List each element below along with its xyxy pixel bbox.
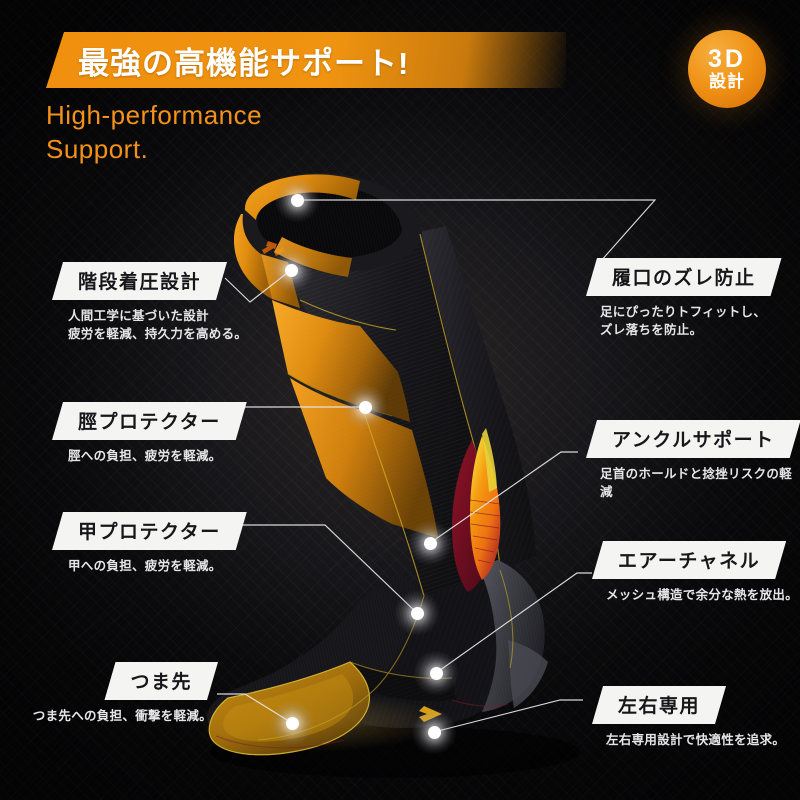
hotspot-dot	[410, 606, 424, 620]
callout-tag: アンクルサポート	[586, 420, 800, 458]
callout-description: つま先への負担、衝撃を軽減。	[0, 707, 212, 725]
header-banner: 最強の高機能サポート!	[46, 32, 566, 88]
hotspot-dot	[427, 725, 441, 739]
callout-description: 人間工学に基づいた設計 疲労を軽減、持久力を高める。	[68, 307, 247, 343]
callout-desc-line-1: つま先への負担、衝撃を軽減。	[32, 709, 212, 723]
callout-title: 履口のズレ防止	[612, 268, 756, 289]
callout-tag: 左右専用	[592, 686, 726, 724]
callout-ankle-support[interactable]: アンクルサポート 足首のホールドと捻挫リスクの軽減	[586, 420, 800, 501]
badge-sub-text: 設計	[709, 72, 745, 91]
hotspot-dot	[290, 193, 304, 207]
callout-cuff-slip-prevention[interactable]: 履口のズレ防止 足にぴったりトフィットし、 ズレ落ちを防止。	[586, 258, 782, 339]
hotspot-air-channel[interactable]	[413, 650, 459, 696]
subtitle-line-1: High-performance	[46, 100, 263, 130]
hotspot-shin-protector[interactable]	[342, 384, 388, 430]
hotspot-dot	[284, 263, 298, 277]
badge-3d-design: 3D 設計	[688, 30, 766, 108]
callout-instep-protector[interactable]: 甲プロテクター 甲への負担、疲労を軽減。	[52, 512, 247, 575]
callout-title: 左右専用	[618, 696, 701, 717]
callout-desc-line-1: 脛への負担、疲労を軽減。	[68, 449, 222, 463]
callout-graduated-compression[interactable]: 階段着圧設計 人間工学に基づいた設計 疲労を軽減、持久力を高める。	[52, 262, 247, 343]
hotspot-dot	[429, 666, 443, 680]
callout-desc-line-2: ズレ落ちを防止。	[600, 323, 703, 337]
callout-tag: 脛プロテクター	[52, 402, 247, 440]
callout-desc-line-1: 甲への負担、疲労を軽減。	[68, 559, 222, 573]
callout-tag: 階段着圧設計	[52, 262, 227, 300]
callout-air-channel[interactable]: エアーチャネル メッシュ構造で余分な熱を放出。	[592, 541, 798, 604]
callout-title: 甲プロテクター	[78, 522, 221, 543]
callout-toe[interactable]: つま先 つま先への負担、衝撃を軽減。	[0, 662, 218, 725]
callout-desc-line-1: 足首のホールドと捻挫リスクの軽減	[600, 467, 793, 499]
callout-title: アンクルサポート	[612, 430, 775, 451]
callout-description: メッシュ構造で余分な熱を放出。	[606, 586, 798, 604]
callout-description: 足にぴったりトフィットし、 ズレ落ちを防止。	[600, 303, 782, 339]
hotspot-cuff-slip-prevention[interactable]	[274, 177, 320, 223]
callout-desc-line-1: 左右専用設計で快適性を追求。	[606, 733, 786, 747]
callout-left-right-specific[interactable]: 左右専用 左右専用設計で快適性を追求。	[592, 686, 785, 749]
callout-desc-line-1: 足にぴったりトフィットし、	[600, 305, 767, 319]
callout-description: 左右専用設計で快適性を追求。	[606, 731, 785, 749]
callout-tag: 履口のズレ防止	[586, 258, 782, 296]
callout-tag: 甲プロテクター	[52, 512, 247, 550]
subtitle-line-2: Support.	[46, 134, 149, 164]
hotspot-ankle-support[interactable]	[407, 520, 453, 566]
callout-desc-line-2: 疲労を軽減、持久力を高める。	[68, 327, 248, 341]
hotspot-dot	[358, 400, 372, 414]
callout-desc-line-1: 人間工学に基づいた設計	[68, 309, 209, 323]
callout-title: 脛プロテクター	[78, 412, 221, 433]
callout-description: 脛への負担、疲労を軽減。	[68, 447, 247, 465]
callout-title: 階段着圧設計	[78, 272, 202, 293]
hotspot-dot	[285, 716, 299, 730]
callout-desc-line-1: メッシュ構造で余分な熱を放出。	[606, 588, 799, 602]
hotspot-dot	[423, 536, 437, 550]
callout-tag: つま先	[104, 662, 218, 700]
hotspot-toe[interactable]	[269, 700, 315, 746]
callout-description: 足首のホールドと捻挫リスクの軽減	[600, 465, 800, 501]
callout-description: 甲への負担、疲労を軽減。	[68, 557, 247, 575]
callout-shin-protector[interactable]: 脛プロテクター 脛への負担、疲労を軽減。	[52, 402, 247, 465]
hotspot-left-right-specific[interactable]	[411, 709, 457, 755]
hotspot-graduated-compression[interactable]	[268, 247, 314, 293]
badge-main-text: 3D	[708, 45, 746, 73]
header-subtitle: High-performance Support.	[46, 98, 446, 166]
hotspot-instep-protector[interactable]	[394, 590, 440, 636]
banner-title: 最強の高機能サポート!	[78, 45, 410, 81]
callout-title: つま先	[130, 672, 192, 693]
callout-title: エアーチャネル	[618, 551, 761, 572]
callout-tag: エアーチャネル	[592, 541, 786, 579]
